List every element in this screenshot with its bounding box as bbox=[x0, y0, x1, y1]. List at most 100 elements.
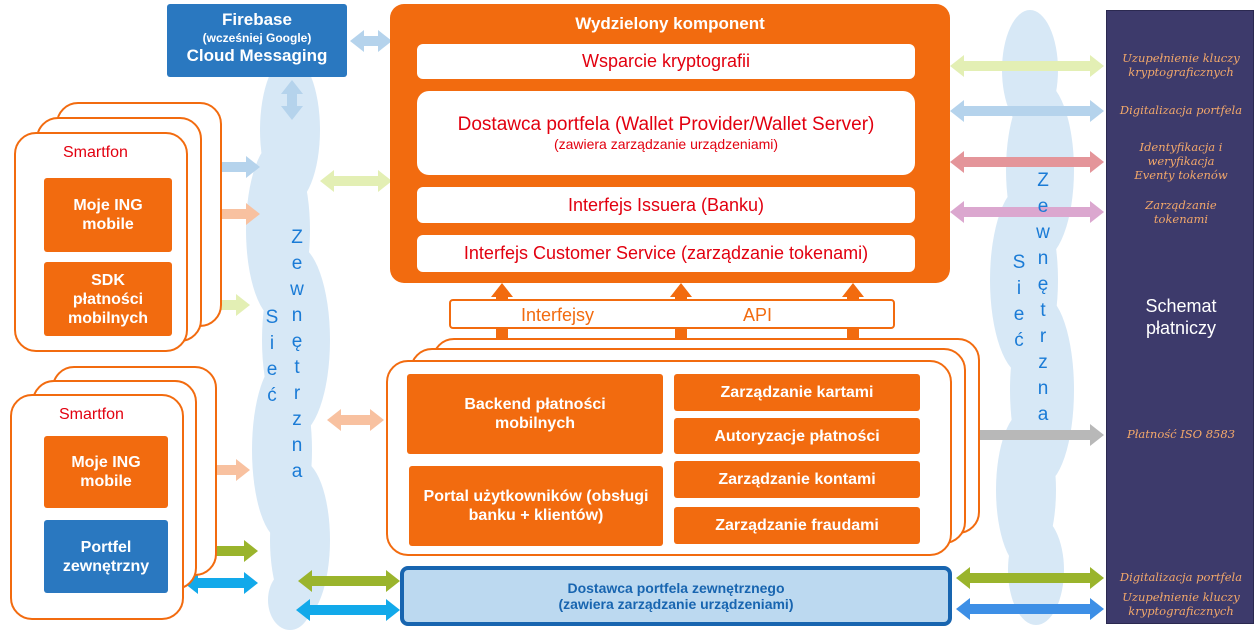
scheme-arrow-digitalization-2 bbox=[956, 567, 1104, 589]
api-label-right: API bbox=[743, 305, 773, 325]
network-left-letter: n bbox=[291, 435, 303, 456]
network-right-letter: n bbox=[1037, 248, 1049, 269]
payment-authorization-box: Autoryzacje płatności bbox=[674, 418, 920, 454]
mobile-backend-label: Backend płatności mobilnych bbox=[464, 396, 606, 432]
payment-authorization-label: Autoryzacje płatności bbox=[714, 427, 880, 445]
scheme-arrow-digitalization bbox=[950, 100, 1104, 122]
network-left-letter: z bbox=[292, 409, 302, 430]
network-right-letter: i bbox=[1016, 278, 1022, 299]
scheme-arrow-keys-2 bbox=[956, 598, 1104, 620]
smartphone1-sdk-box: SDK płatności mobilnych bbox=[44, 262, 172, 336]
smartphone2-network-arrow-2 bbox=[184, 540, 258, 562]
customer-service-label: Interfejs Customer Service (zarządzanie … bbox=[463, 243, 869, 263]
scheme-arrow-identification bbox=[950, 151, 1104, 173]
network-external-wallet-arrow-1 bbox=[298, 570, 400, 592]
external-wallet-provider-title: Dostawca portfela zewnętrznego bbox=[567, 580, 785, 596]
network-right-col2: Z e w n ę t r z n a bbox=[1033, 168, 1053, 428]
user-portal-label: Portal użytkowników (obsługi banku + kli… bbox=[423, 488, 649, 524]
network-right-letter: ę bbox=[1037, 274, 1049, 295]
issuer-interface-label: Interfejs Issuera (Banku) bbox=[567, 194, 765, 215]
network-cloud-right bbox=[990, 10, 1074, 625]
firebase-component-arrow bbox=[350, 30, 392, 52]
smartphone2-wallet-label: Portfel zewnętrzny bbox=[62, 538, 150, 575]
scheme-arrow-iso bbox=[952, 424, 1104, 446]
network-right-letter: e bbox=[1013, 304, 1025, 325]
crypto-support-label: Wsparcie kryptografii bbox=[581, 51, 751, 71]
smartphone1-label: Smartfon bbox=[63, 144, 128, 161]
api-bar: Interfejsy API bbox=[449, 299, 895, 329]
network-left-letter: i bbox=[269, 333, 275, 354]
smartphone2-network-arrow-1 bbox=[184, 459, 250, 481]
wallet-provider-label: Dostawca portfela (Wallet Provider/Walle… bbox=[457, 114, 875, 135]
network-right-letter: S bbox=[1012, 252, 1026, 273]
smartphone2-label: Smartfon bbox=[59, 406, 124, 423]
customer-service-box: Interfejs Customer Service (zarządzanie … bbox=[417, 235, 915, 272]
scheme-title: Schemat płatniczy bbox=[1145, 296, 1217, 338]
scheme-item-key-replenish-2: Uzupełnienie kluczy kryptograficznych bbox=[1122, 590, 1240, 618]
network-right-letter: a bbox=[1037, 404, 1049, 425]
scheme-arrow-keys bbox=[950, 55, 1104, 77]
firebase-network-arrow bbox=[281, 80, 303, 120]
scheme-item-key-replenish: Uzupełnienie kluczy kryptograficznych bbox=[1122, 51, 1240, 79]
smartphone2-app-box: Moje ING mobile bbox=[44, 436, 168, 508]
network-right-letter: w bbox=[1036, 222, 1050, 243]
smartphone1-app-label: Moje ING mobile bbox=[73, 197, 143, 233]
network-left-col2: Z e w n ę t r z n a bbox=[287, 225, 307, 485]
wallet-provider-sublabel: (zawiera zarządzanie urządzeniami) bbox=[553, 136, 779, 152]
firebase-subtitle: (wcześniej Google) bbox=[202, 31, 312, 45]
network-left-letter: S bbox=[265, 307, 279, 328]
network-cloud-left bbox=[246, 55, 330, 630]
network-backend-arrow bbox=[327, 409, 384, 431]
scheme-item-iso-payment: Płatność ISO 8583 bbox=[1126, 427, 1236, 441]
network-left-letter: e bbox=[291, 253, 303, 274]
external-wallet-provider-box: Dostawca portfela zewnętrznego (zawiera … bbox=[400, 566, 952, 626]
network-left-letter: t bbox=[294, 357, 300, 378]
network-right-letter: r bbox=[1039, 326, 1047, 347]
scheme-item-digitalization-2: Digitalizacja portfela bbox=[1119, 570, 1243, 584]
scheme-item-digitalization: Digitalizacja portfela bbox=[1119, 103, 1243, 117]
firebase-title: Firebase bbox=[222, 10, 292, 29]
network-left-letter: Z bbox=[291, 227, 303, 248]
scheme-item-token-management: Zarządzanie tokenami bbox=[1145, 198, 1217, 226]
user-portal-box: Portal użytkowników (obsługi banku + kli… bbox=[409, 466, 663, 546]
network-left-col1: S i e ć bbox=[262, 305, 282, 409]
network-left-letter: a bbox=[291, 461, 303, 482]
network-left-letter: ć bbox=[267, 385, 277, 406]
firebase-product: Cloud Messaging bbox=[186, 46, 328, 65]
network-left-letter: n bbox=[291, 305, 303, 326]
issuer-interface-box: Interfejs Issuera (Banku) bbox=[417, 187, 915, 223]
network-right-letter: z bbox=[1038, 352, 1048, 373]
smartphone2-app-label: Moje ING mobile bbox=[71, 454, 141, 490]
network-left-letter: w bbox=[290, 279, 304, 300]
api-label-left: Interfejsy bbox=[521, 305, 595, 325]
account-management-box: Zarządzanie kontami bbox=[674, 461, 920, 498]
component-title: Wydzielony komponent bbox=[575, 14, 765, 33]
payment-scheme-panel bbox=[1106, 10, 1254, 624]
network-right-letter: e bbox=[1037, 196, 1049, 217]
network-component-arrow bbox=[320, 170, 392, 192]
scheme-item-identification: Identyfikacja i weryfikacja Eventy token… bbox=[1134, 140, 1228, 182]
scheme-arrow-tokens bbox=[950, 201, 1104, 223]
fraud-management-label: Zarządzanie fraudami bbox=[715, 517, 879, 534]
smartphone1-network-arrow-1 bbox=[188, 156, 260, 178]
network-left-letter: ę bbox=[291, 331, 303, 352]
network-right-letter: ć bbox=[1014, 330, 1024, 351]
smartphone2-network-arrow-3 bbox=[184, 572, 258, 594]
network-right-col1: S i e ć bbox=[1009, 250, 1029, 354]
mobile-backend-box: Backend płatności mobilnych bbox=[407, 374, 663, 454]
network-external-wallet-arrow-2 bbox=[296, 599, 400, 621]
account-management-label: Zarządzanie kontami bbox=[718, 471, 876, 488]
fraud-management-box: Zarządzanie fraudami bbox=[674, 507, 920, 544]
network-right-letter: Z bbox=[1037, 170, 1049, 191]
firebase-box: Firebase (wcześniej Google) Cloud Messag… bbox=[167, 4, 347, 77]
network-right-letter: n bbox=[1037, 378, 1049, 399]
wallet-provider-box: Dostawca portfela (Wallet Provider/Walle… bbox=[417, 91, 915, 175]
smartphone1-sdk-label: SDK płatności mobilnych bbox=[67, 271, 148, 327]
external-wallet-provider-subtitle: (zawiera zarządzanie urządzeniami) bbox=[558, 596, 794, 612]
network-left-letter: e bbox=[266, 359, 278, 380]
card-management-label: Zarządzanie kartami bbox=[720, 384, 874, 401]
network-right-letter: t bbox=[1040, 300, 1046, 321]
network-left-letter: r bbox=[293, 383, 301, 404]
smartphone1-app-box: Moje ING mobile bbox=[44, 178, 172, 252]
